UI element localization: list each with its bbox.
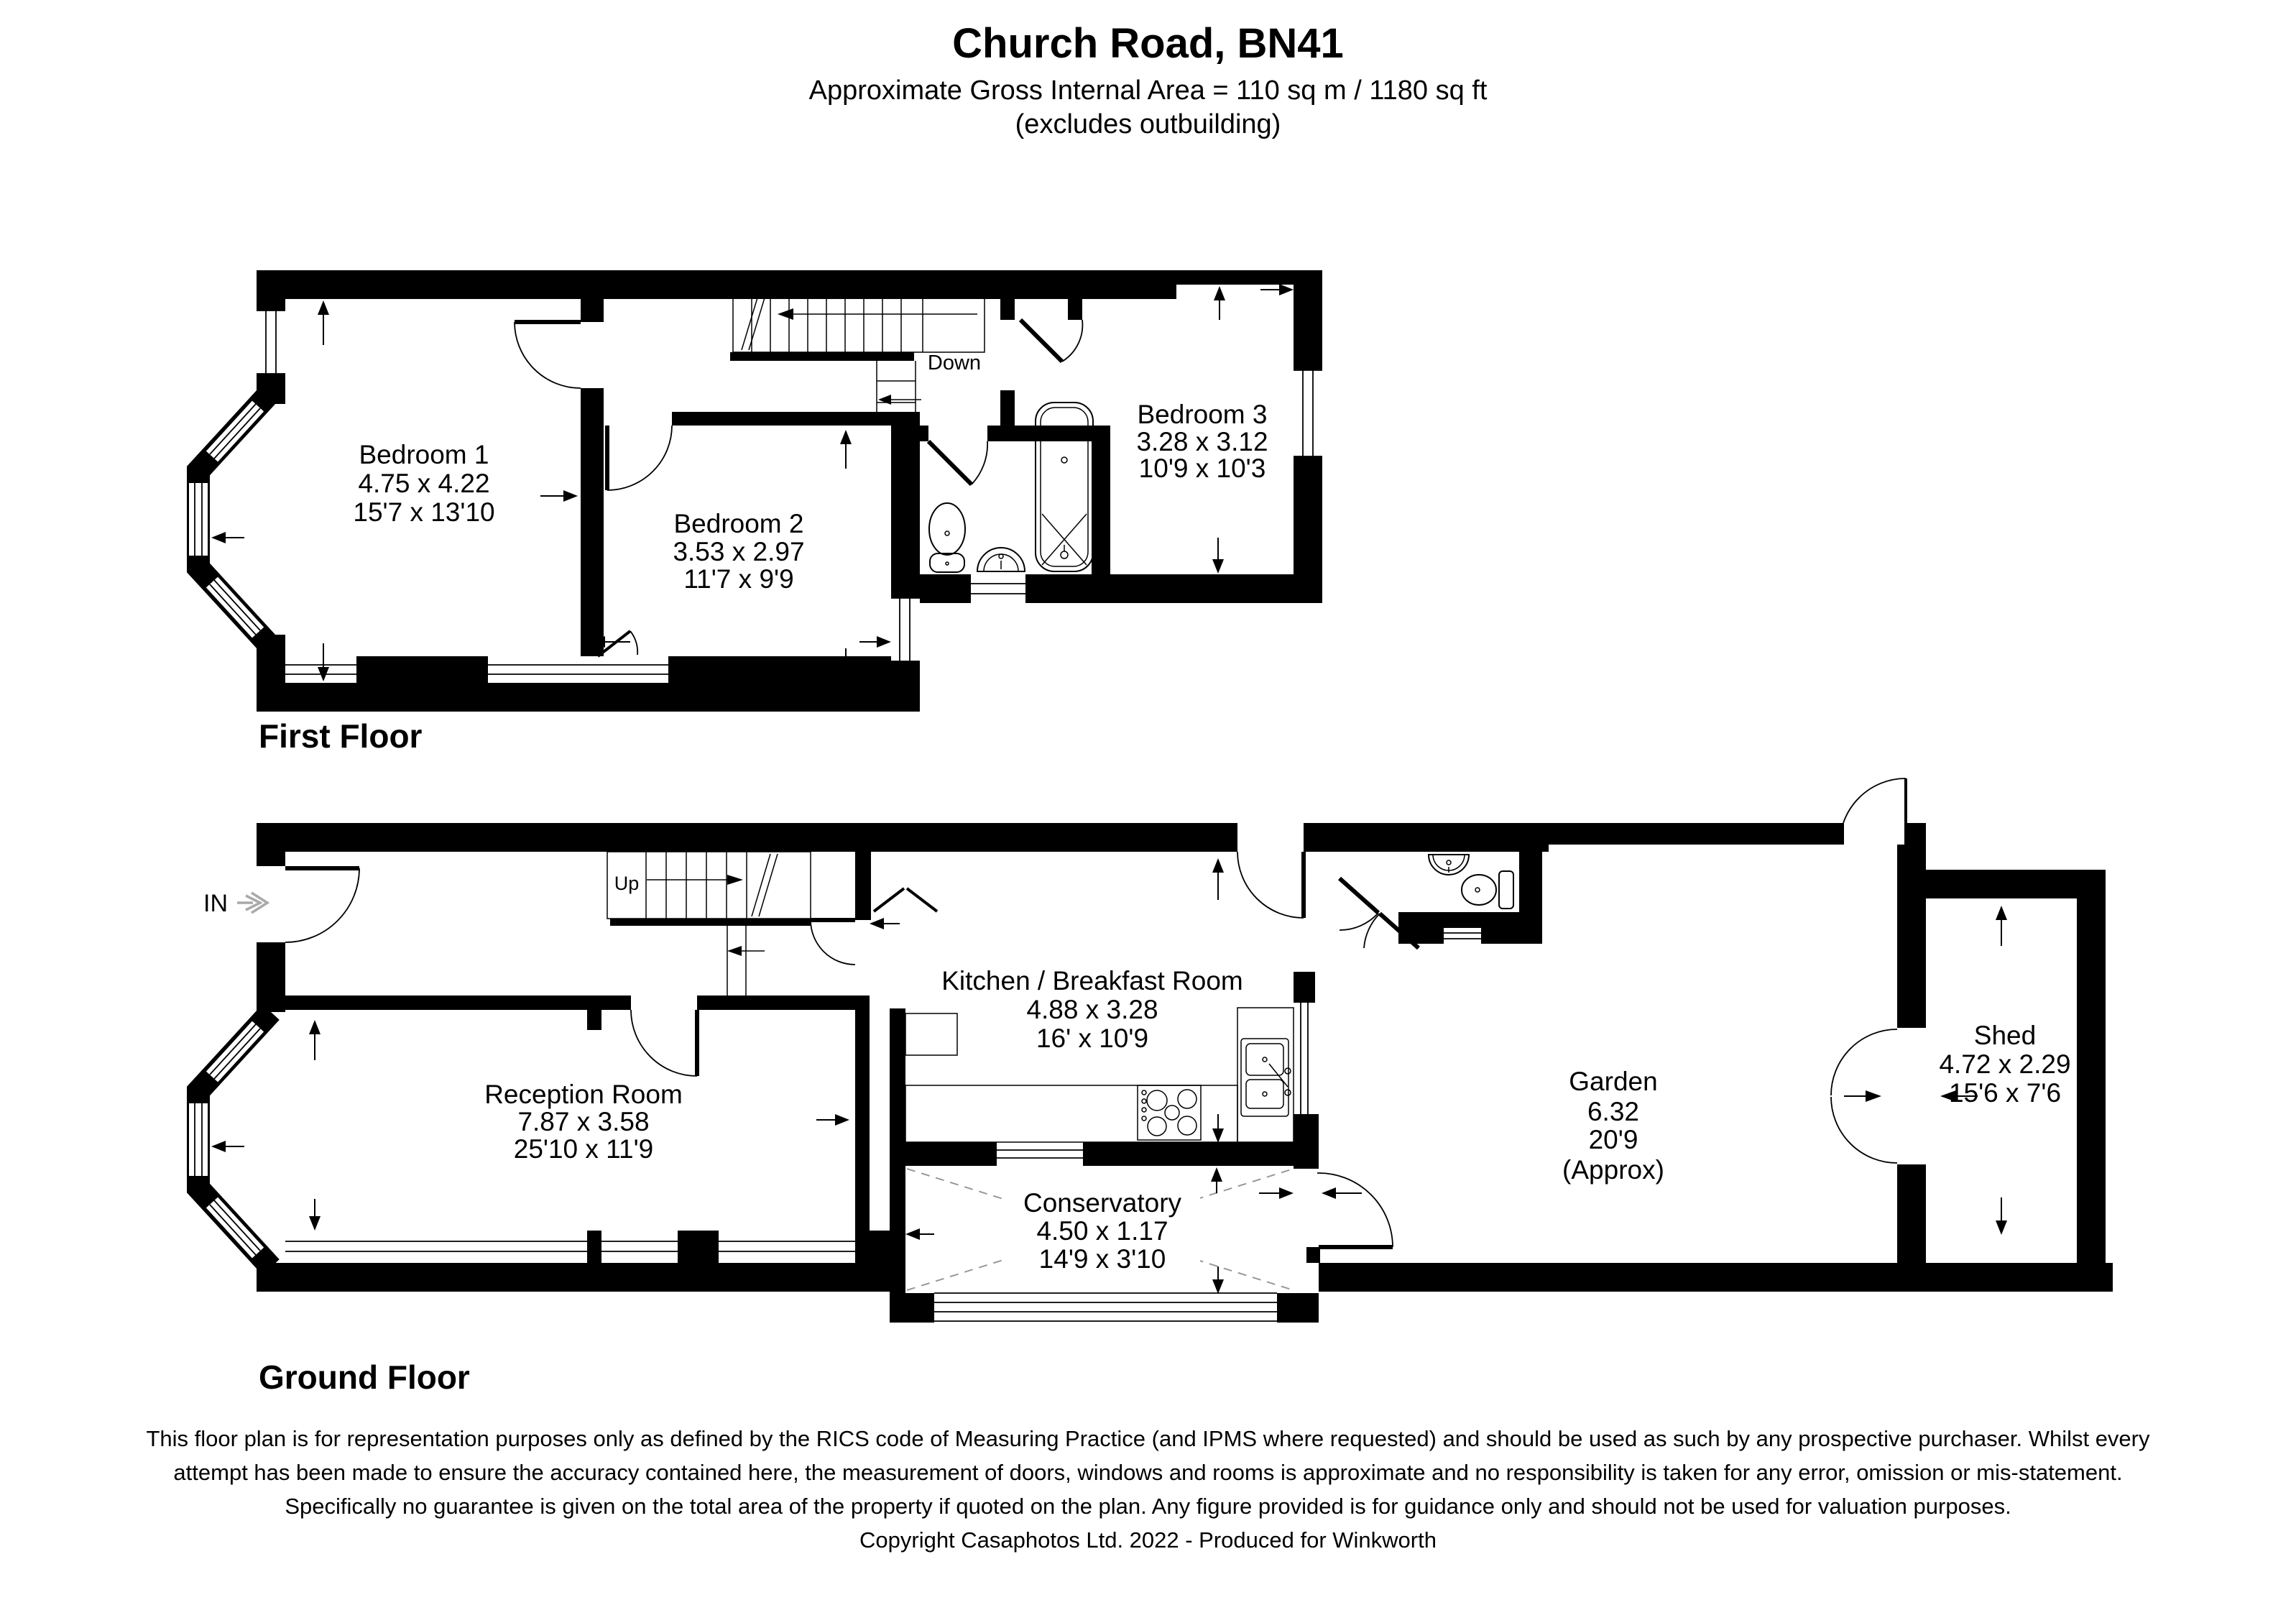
toilet-symbol [1461, 870, 1514, 909]
room-dim-reception-imperial: 25'10 x 11'9 [514, 1134, 654, 1164]
ground-floor-doors [285, 778, 1907, 1249]
disclaimer-text: This floor plan is for representation pu… [146, 1426, 2150, 1519]
bay-window [187, 384, 280, 655]
door-bedroom1 [514, 320, 581, 389]
first-floor-doors [514, 318, 1084, 658]
first-floor-dim-arrows [211, 284, 1294, 683]
wc-door [1363, 911, 1420, 950]
page-title: Church Road, BN41 [952, 20, 1344, 67]
room-note-garden: (Approx) [1562, 1155, 1664, 1185]
area-subtitle: Approximate Gross Internal Area = 110 sq… [808, 75, 1488, 106]
room-dim-shed-imperial: 15'6 x 7'6 [1949, 1078, 2061, 1108]
door-hall [810, 918, 856, 965]
room-dim-shed-metric: 4.72 x 2.29 [1939, 1049, 2070, 1079]
entry-arrow-icon [237, 891, 270, 914]
door-bedroom3 [1018, 318, 1084, 364]
first-floor-plan: Bedroom 1 4.75 x 4.22 15'7 x 13'10 Bedro… [187, 270, 1322, 755]
kitchen-fittings [905, 1007, 1294, 1143]
sink-symbol [976, 547, 1026, 572]
room-label-reception: Reception Room [484, 1080, 683, 1109]
window [971, 574, 1025, 603]
lobby-door [1338, 876, 1380, 931]
room-label-conservatory: Conservatory [1023, 1188, 1182, 1218]
room-dim-bedroom2-imperial: 11'7 x 9'9 [683, 564, 793, 594]
room-dim-conservatory-imperial: 14'9 x 3'10 [1039, 1244, 1166, 1274]
ground-floor-dim-arrows [211, 858, 2007, 1294]
room-dim-kitchen-imperial: 16' x 10'9 [1036, 1024, 1148, 1053]
window-notch [1176, 285, 1297, 299]
first-floor-windows [257, 310, 1322, 683]
ground-floor-title: Ground Floor [259, 1358, 470, 1396]
shed-doors [1830, 1029, 1898, 1164]
bifold-doors [872, 887, 939, 913]
first-floor-walls [257, 270, 1322, 712]
stairs-down-label: Down [928, 351, 981, 374]
hob-symbol [1137, 1085, 1202, 1141]
window [488, 656, 668, 683]
stairs-up [607, 851, 811, 996]
stairs-down [732, 276, 985, 426]
door-bathroom [926, 439, 988, 487]
room-dim-bedroom1-imperial: 15'7 x 13'10 [353, 497, 494, 527]
room-dim-garden-metric: 6.32 [1587, 1097, 1639, 1126]
room-dim-bedroom3-metric: 3.28 x 3.12 [1136, 427, 1268, 456]
ground-floor-walls [257, 823, 2113, 1323]
room-dim-conservatory-metric: 4.50 x 1.17 [1036, 1216, 1168, 1246]
area-note: (excludes outbuilding) [1015, 109, 1281, 140]
entry-label: IN [203, 890, 228, 917]
room-dim-garden-imperial: 20'9 [1589, 1125, 1638, 1154]
back-door [1237, 851, 1306, 919]
ground-floor-plan: IN Up Reception Room 7.87 x 3.58 25'10 x… [187, 778, 2113, 1396]
toilet-symbol [928, 502, 966, 573]
first-floor-title: First Floor [259, 717, 423, 755]
wc-fixtures [1427, 854, 1514, 909]
room-dim-bedroom1-metric: 4.75 x 4.22 [358, 469, 489, 498]
room-label-bedroom3: Bedroom 3 [1138, 400, 1268, 429]
footer: This floor plan is for representation pu… [0, 1422, 2296, 1579]
bathtub-symbol [1035, 402, 1094, 572]
window [719, 1231, 855, 1263]
door-bedroom2 [605, 425, 673, 491]
copyright-text: Copyright Casaphotos Ltd. 2022 - Produce… [859, 1527, 1437, 1553]
window [1294, 1003, 1315, 1114]
room-label-bedroom2: Bedroom 2 [674, 509, 804, 538]
room-dim-reception-metric: 7.87 x 3.58 [517, 1107, 649, 1136]
window [997, 1142, 1083, 1166]
door-cupboard [596, 630, 639, 658]
door-reception [630, 1009, 699, 1077]
room-dim-kitchen-metric: 4.88 x 3.28 [1026, 995, 1158, 1024]
window [1444, 928, 1481, 944]
window [601, 1231, 678, 1263]
window [934, 1292, 1277, 1323]
door-conservatory-garden [1317, 1172, 1393, 1249]
front-door [285, 866, 360, 943]
conservatory-dashes [906, 1168, 1294, 1291]
ground-floor-windows [285, 928, 1481, 1323]
bay-window [187, 1004, 280, 1275]
window [891, 597, 920, 662]
room-label-kitchen: Kitchen / Breakfast Room [941, 966, 1243, 996]
room-label-shed: Shed [1974, 1021, 2036, 1050]
window [285, 1231, 587, 1263]
kitchen-sink-symbol [1240, 1038, 1291, 1117]
room-label-bedroom1: Bedroom 1 [359, 440, 489, 469]
garden-gate [1839, 778, 1907, 845]
room-dim-bedroom3-imperial: 10'9 x 10'3 [1139, 454, 1266, 483]
room-label-garden: Garden [1569, 1067, 1657, 1096]
sink-symbol [1427, 854, 1470, 875]
stairs-up-label: Up [614, 873, 640, 894]
bathroom-fixtures [928, 402, 1094, 573]
window [257, 310, 285, 374]
room-dim-bedroom2-metric: 3.53 x 2.97 [673, 537, 804, 566]
header: Church Road, BN41 Approximate Gross Inte… [0, 20, 2296, 142]
window [1294, 369, 1322, 457]
